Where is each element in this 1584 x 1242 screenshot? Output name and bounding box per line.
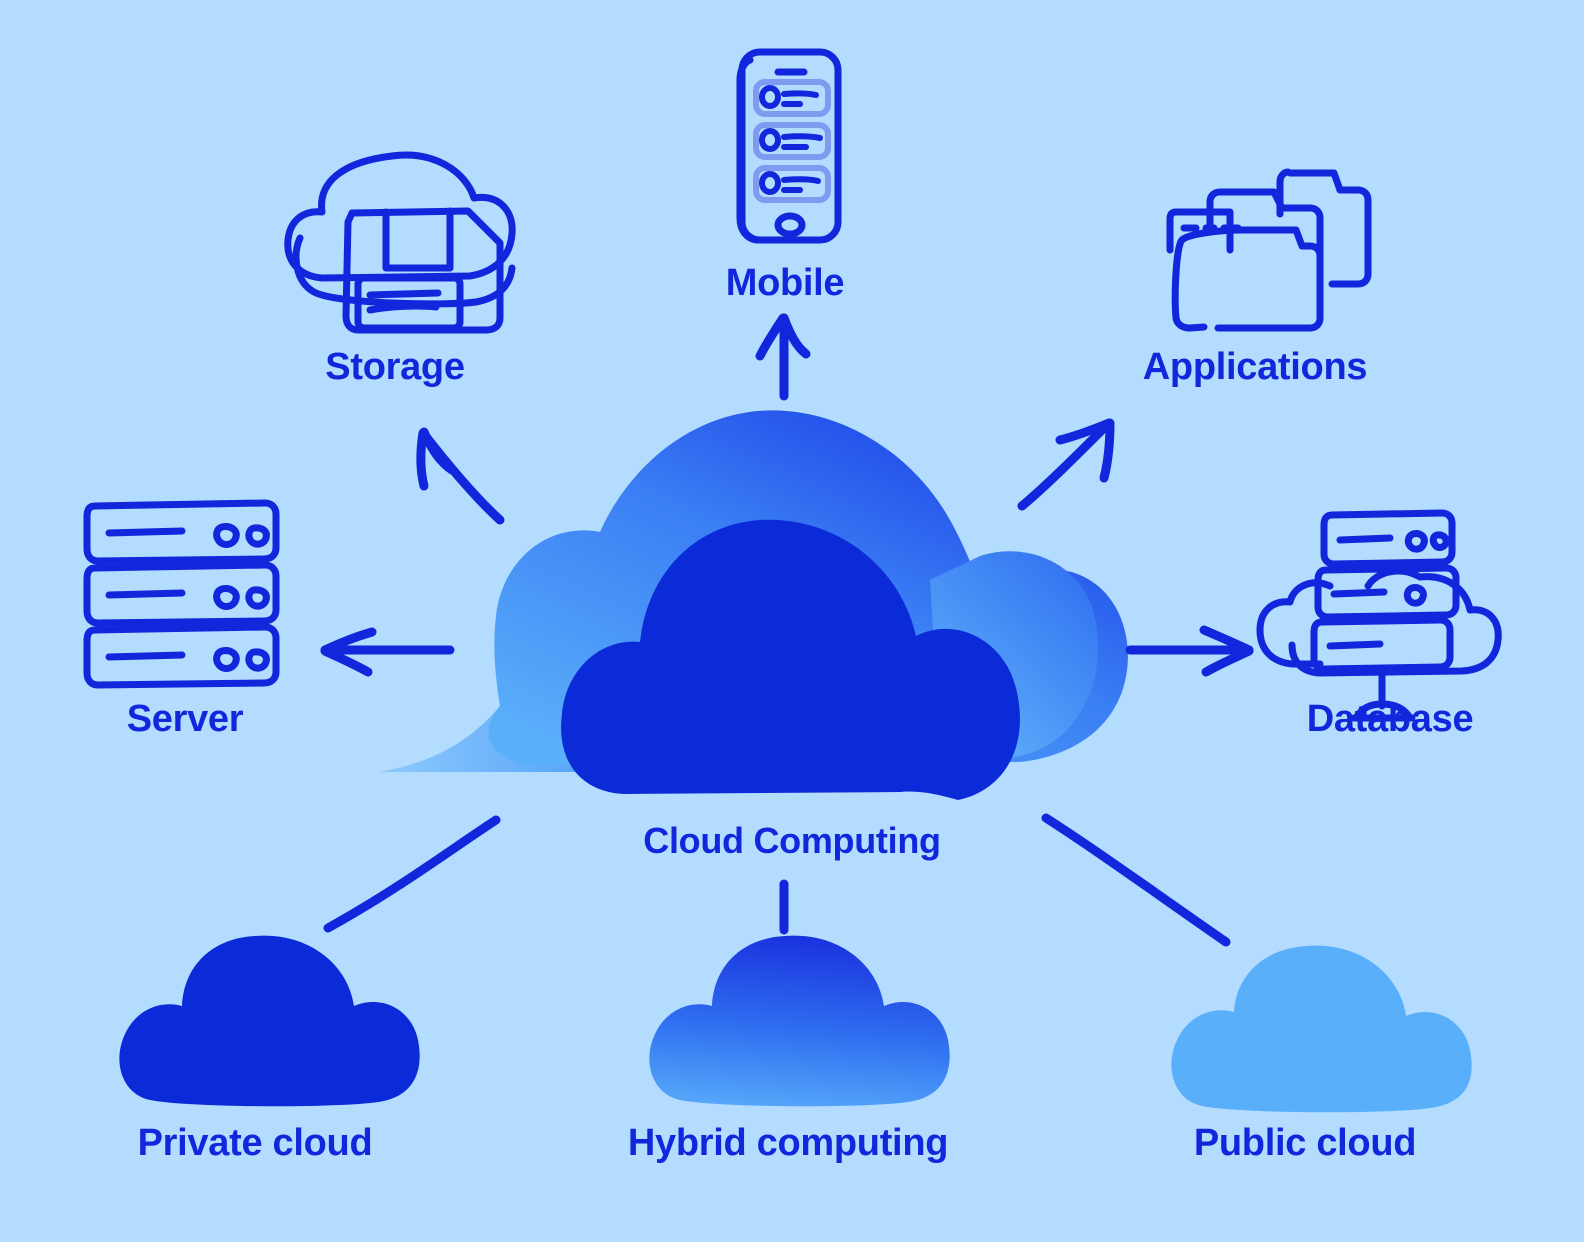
- connector-arrow-mobile: [755, 313, 811, 401]
- connector-arrow-database: [1125, 625, 1254, 677]
- center-cloud-cluster-icon: [378, 410, 1128, 800]
- solid-cloud-gradient-icon: [649, 935, 950, 1107]
- connector-line-public-cloud: [1041, 813, 1231, 947]
- server-rack-icon: [83, 499, 280, 689]
- connector-arrow-storage: [416, 427, 505, 525]
- node-label-hybrid-computing: Hybrid computing: [627, 1122, 949, 1164]
- cloud-floppy-storage-icon: [284, 151, 516, 334]
- node-label-server: Server: [126, 698, 244, 740]
- center-node-label: Cloud Computing: [643, 820, 941, 861]
- solid-cloud-dark-icon: [119, 935, 420, 1107]
- folder-stack-icon: [1166, 168, 1372, 332]
- node-label-mobile: Mobile: [725, 262, 845, 304]
- connector-arrow-applications: [1017, 418, 1115, 511]
- cloud-front-shape: [561, 519, 1020, 800]
- database-cloud-icon: [1256, 509, 1502, 722]
- smartphone-list-icon: [736, 48, 842, 244]
- connectors: [320, 313, 1254, 947]
- node-label-storage: Storage: [325, 346, 465, 388]
- node-label-applications: Applications: [1142, 346, 1368, 388]
- connector-line-private-cloud: [323, 815, 501, 933]
- node-label-database: Database: [1306, 698, 1474, 740]
- connector-arrow-server: [320, 627, 455, 677]
- node-label-public-cloud: Public cloud: [1193, 1122, 1417, 1164]
- node-label-private-cloud: Private cloud: [137, 1122, 373, 1164]
- solid-cloud-light-icon: [1171, 945, 1472, 1113]
